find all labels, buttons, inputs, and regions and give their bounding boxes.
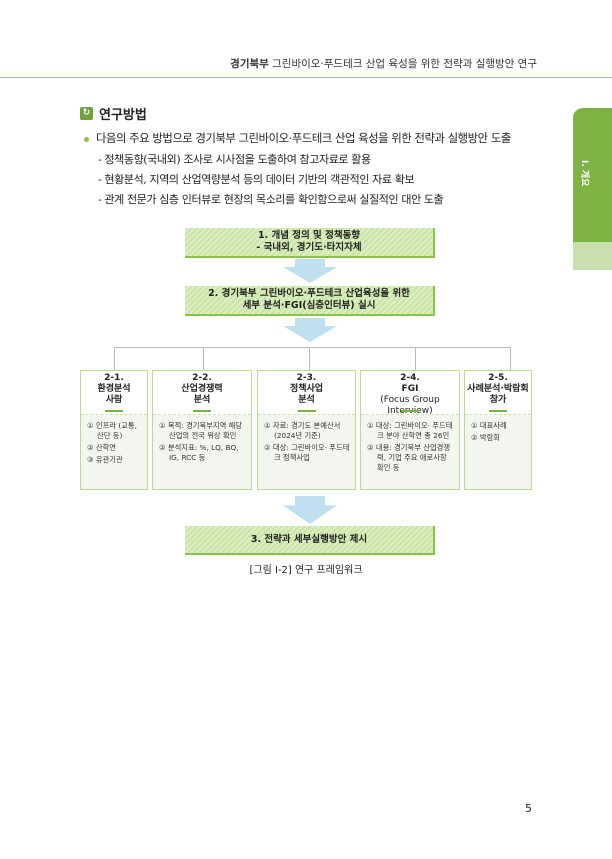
column-item: ② 분석지표: %, LQ, BQ, IG, RCC 등 (159, 443, 239, 462)
step1-box: 1. 개념 정의 및 정책동향- 국내외, 경기도·타지자체 (185, 228, 435, 258)
column-title: (Focus Group Interview) (380, 395, 440, 416)
step1-line: - 국내외, 경기도·타지자체 (256, 242, 362, 253)
header-rest: 그린바이오·푸드테크 산업 육성을 위한 전략과 실행방안 연구 (268, 58, 537, 70)
step3-box: 3. 전략과 세부실행방안 제시 (185, 526, 435, 555)
column-num: 2-5. (488, 373, 508, 383)
column-item: ② 박람회 (471, 433, 501, 442)
sub-bullet: - 현황분석, 지역의 산업역량분석 등의 데이터 기반의 객관적인 자료 확보 (98, 173, 415, 186)
chapter-tab-lower (573, 242, 612, 270)
step2-line: 세부 분석·FGI(심층인터뷰) 실시 (242, 300, 376, 311)
step2-line: 2. 경기북부 그린바이오·푸드테크 산업육성을 위한 (208, 288, 410, 299)
bullet: 다음의 주요 방법으로 경기북부 그린바이오·푸드테크 산업 육성을 위한 전략… (84, 130, 511, 146)
column-num: 2-3. (296, 373, 317, 383)
section-title: ↻ 연구방법 (80, 104, 147, 123)
column-title: 환경분석 (97, 384, 131, 394)
section-title-text: 연구방법 (99, 108, 147, 123)
header-bold: 경기북부 (230, 58, 269, 70)
down-arrow-icon (283, 496, 337, 524)
bullet-dot-icon (84, 136, 89, 142)
sub-bullet: - 정책동향(국내외) 조사로 시사점을 도출하여 참고자료로 활용 (98, 153, 371, 166)
column-item: ① 대표사례 (471, 421, 507, 430)
chapter-tab (573, 108, 612, 242)
column-item: ② 대상: 그린바이오· 푸드테크 정책사업 (264, 443, 350, 462)
connector-line (114, 347, 115, 370)
column-title: 정책사업 (289, 384, 324, 394)
section-icon: ↻ (80, 107, 93, 120)
step1-line: 1. 개념 정의 및 정책동향 (257, 230, 361, 241)
column-item: ① 목적: 경기북부지역 해당 산업의 전국 위상 확인 (159, 421, 243, 440)
column-item: ① 대상: 그린바이오· 푸드테크 분야 산학연 총 26인 (367, 421, 453, 440)
column-title: 사례분석·박람회 (467, 384, 529, 394)
sub-bullet: - 관계 전문가 심층 인터뷰로 현장의 목소리를 확인함으로써 실질적인 대안… (98, 193, 444, 206)
column-num: 2-1. (104, 373, 124, 383)
column-num: 2-4. (400, 373, 420, 383)
column-num: 2-2. (192, 373, 212, 383)
column-item: ② 산학연 (87, 443, 117, 452)
connector-line (114, 347, 510, 348)
step3-text: 3. 전략과 세부실행방안 제시 (250, 533, 368, 545)
column-item: ② 내용: 경기북부 산업경쟁력, 기업 주요 애로사항 확인 등 (367, 443, 451, 472)
down-arrow-icon (283, 318, 337, 342)
figure-caption: [그림 Ⅰ-2] 연구 프레임워크 (249, 565, 363, 576)
column-2-4: 2-4.FGI(Focus Group Interview) ① 대상: 그린바… (360, 370, 460, 490)
column-title: 분석 (298, 395, 315, 405)
column-title: 참가 (489, 395, 507, 405)
bullet-text: 다음의 주요 방법으로 경기북부 그린바이오·푸드테크 산업 육성을 위한 전략… (96, 132, 511, 145)
header-divider (0, 77, 612, 78)
connector-line (309, 347, 310, 370)
connector-line (203, 347, 204, 370)
column-title: FGI (401, 384, 419, 394)
column-item: ① 자료: 경기도 본예산서(2024년 기준) (264, 421, 341, 440)
page-number: 5 (525, 802, 532, 815)
connector-line (415, 347, 416, 370)
column-title: 사람 (105, 395, 123, 405)
chapter-tab-label: Ⅰ. 개요 (579, 160, 589, 187)
down-arrow-icon (283, 259, 337, 283)
column-item: ③ 유관기관 (87, 455, 123, 464)
connector-line (510, 347, 511, 370)
running-header: 경기북부 그린바이오·푸드테크 산업 육성을 위한 전략과 실행방안 연구 (230, 56, 537, 71)
column-item: ① 인프라 (교통, 산단 등) (87, 421, 137, 440)
column-title: 산업경쟁력 (181, 384, 223, 394)
column-title: 분석 (193, 395, 211, 405)
